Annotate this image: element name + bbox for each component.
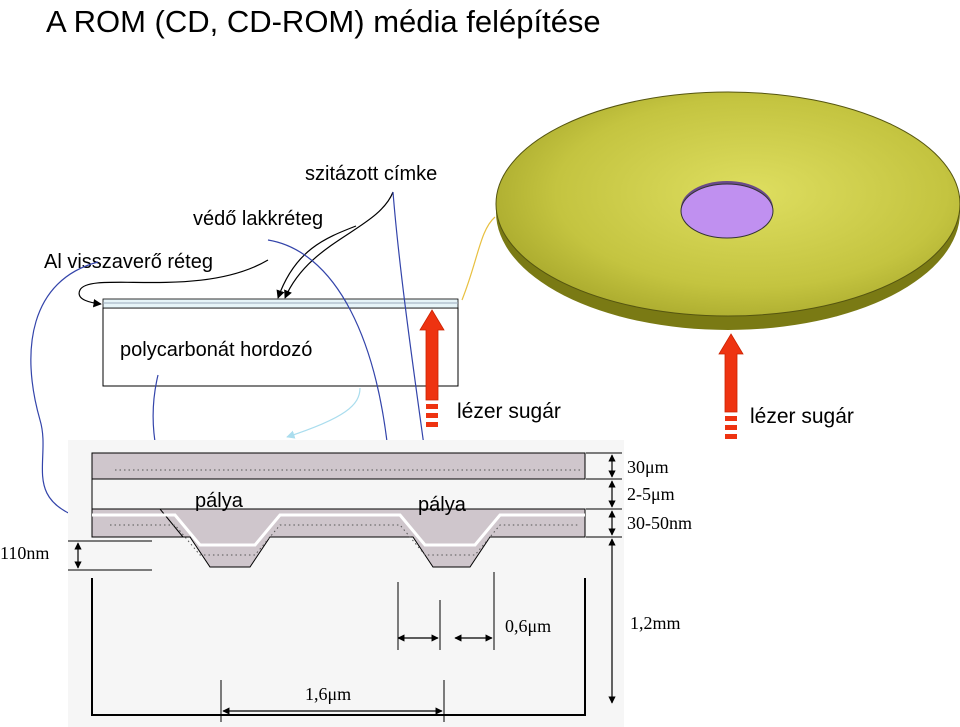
dim-110nm: 110nm xyxy=(0,543,49,563)
label-printed: szitázott címke xyxy=(305,163,437,185)
label-layer xyxy=(91,452,586,480)
dim-30um: 30μm xyxy=(627,457,669,477)
dim-1-6um: 1,6μm xyxy=(305,684,351,704)
page-title: A ROM (CD, CD-ROM) média felépítése xyxy=(46,4,601,39)
label-track-2: pálya xyxy=(418,494,467,516)
polycarbonate-outline xyxy=(91,578,586,716)
pointer-blue-1 xyxy=(392,191,431,469)
lower-cross-section xyxy=(68,440,624,727)
laser-arrow-1 xyxy=(419,309,445,427)
dim-30-50nm: 30-50nm xyxy=(627,513,692,533)
laser-arrow-2 xyxy=(718,333,744,439)
dim-1-2mm: 1,2mm xyxy=(630,613,681,633)
pointer-printed xyxy=(284,191,394,299)
bottom-dimensions xyxy=(220,572,495,722)
polycarbonate-block xyxy=(102,307,459,387)
left-dimension xyxy=(68,540,152,571)
label-polycarbonate: polycarbonát hordozó xyxy=(120,339,312,361)
pointer-al xyxy=(78,259,269,308)
label-al: Al visszaverő réteg xyxy=(44,251,213,273)
cd-disc xyxy=(495,91,960,330)
label-laser-2: lézer sugár xyxy=(750,405,854,428)
upper-cross-section xyxy=(102,298,459,387)
pointer-lacquer xyxy=(276,225,357,299)
right-dimensions xyxy=(586,452,622,704)
pointer-cyan xyxy=(286,387,361,439)
disc-pointer-line xyxy=(461,216,496,301)
lacquer-layer-pits xyxy=(91,508,586,568)
pointer-blue-3 xyxy=(30,261,99,522)
lower-backdrop xyxy=(68,440,624,727)
disc-center-hole xyxy=(680,183,774,239)
label-laser-1: lézer sugár xyxy=(457,400,561,423)
dim-0-6um: 0,6μm xyxy=(505,616,551,636)
label-lacquer: védő lakkréteg xyxy=(193,208,323,230)
label-track-1: pálya xyxy=(195,490,244,512)
dim-2-5um: 2-5μm xyxy=(627,484,675,504)
